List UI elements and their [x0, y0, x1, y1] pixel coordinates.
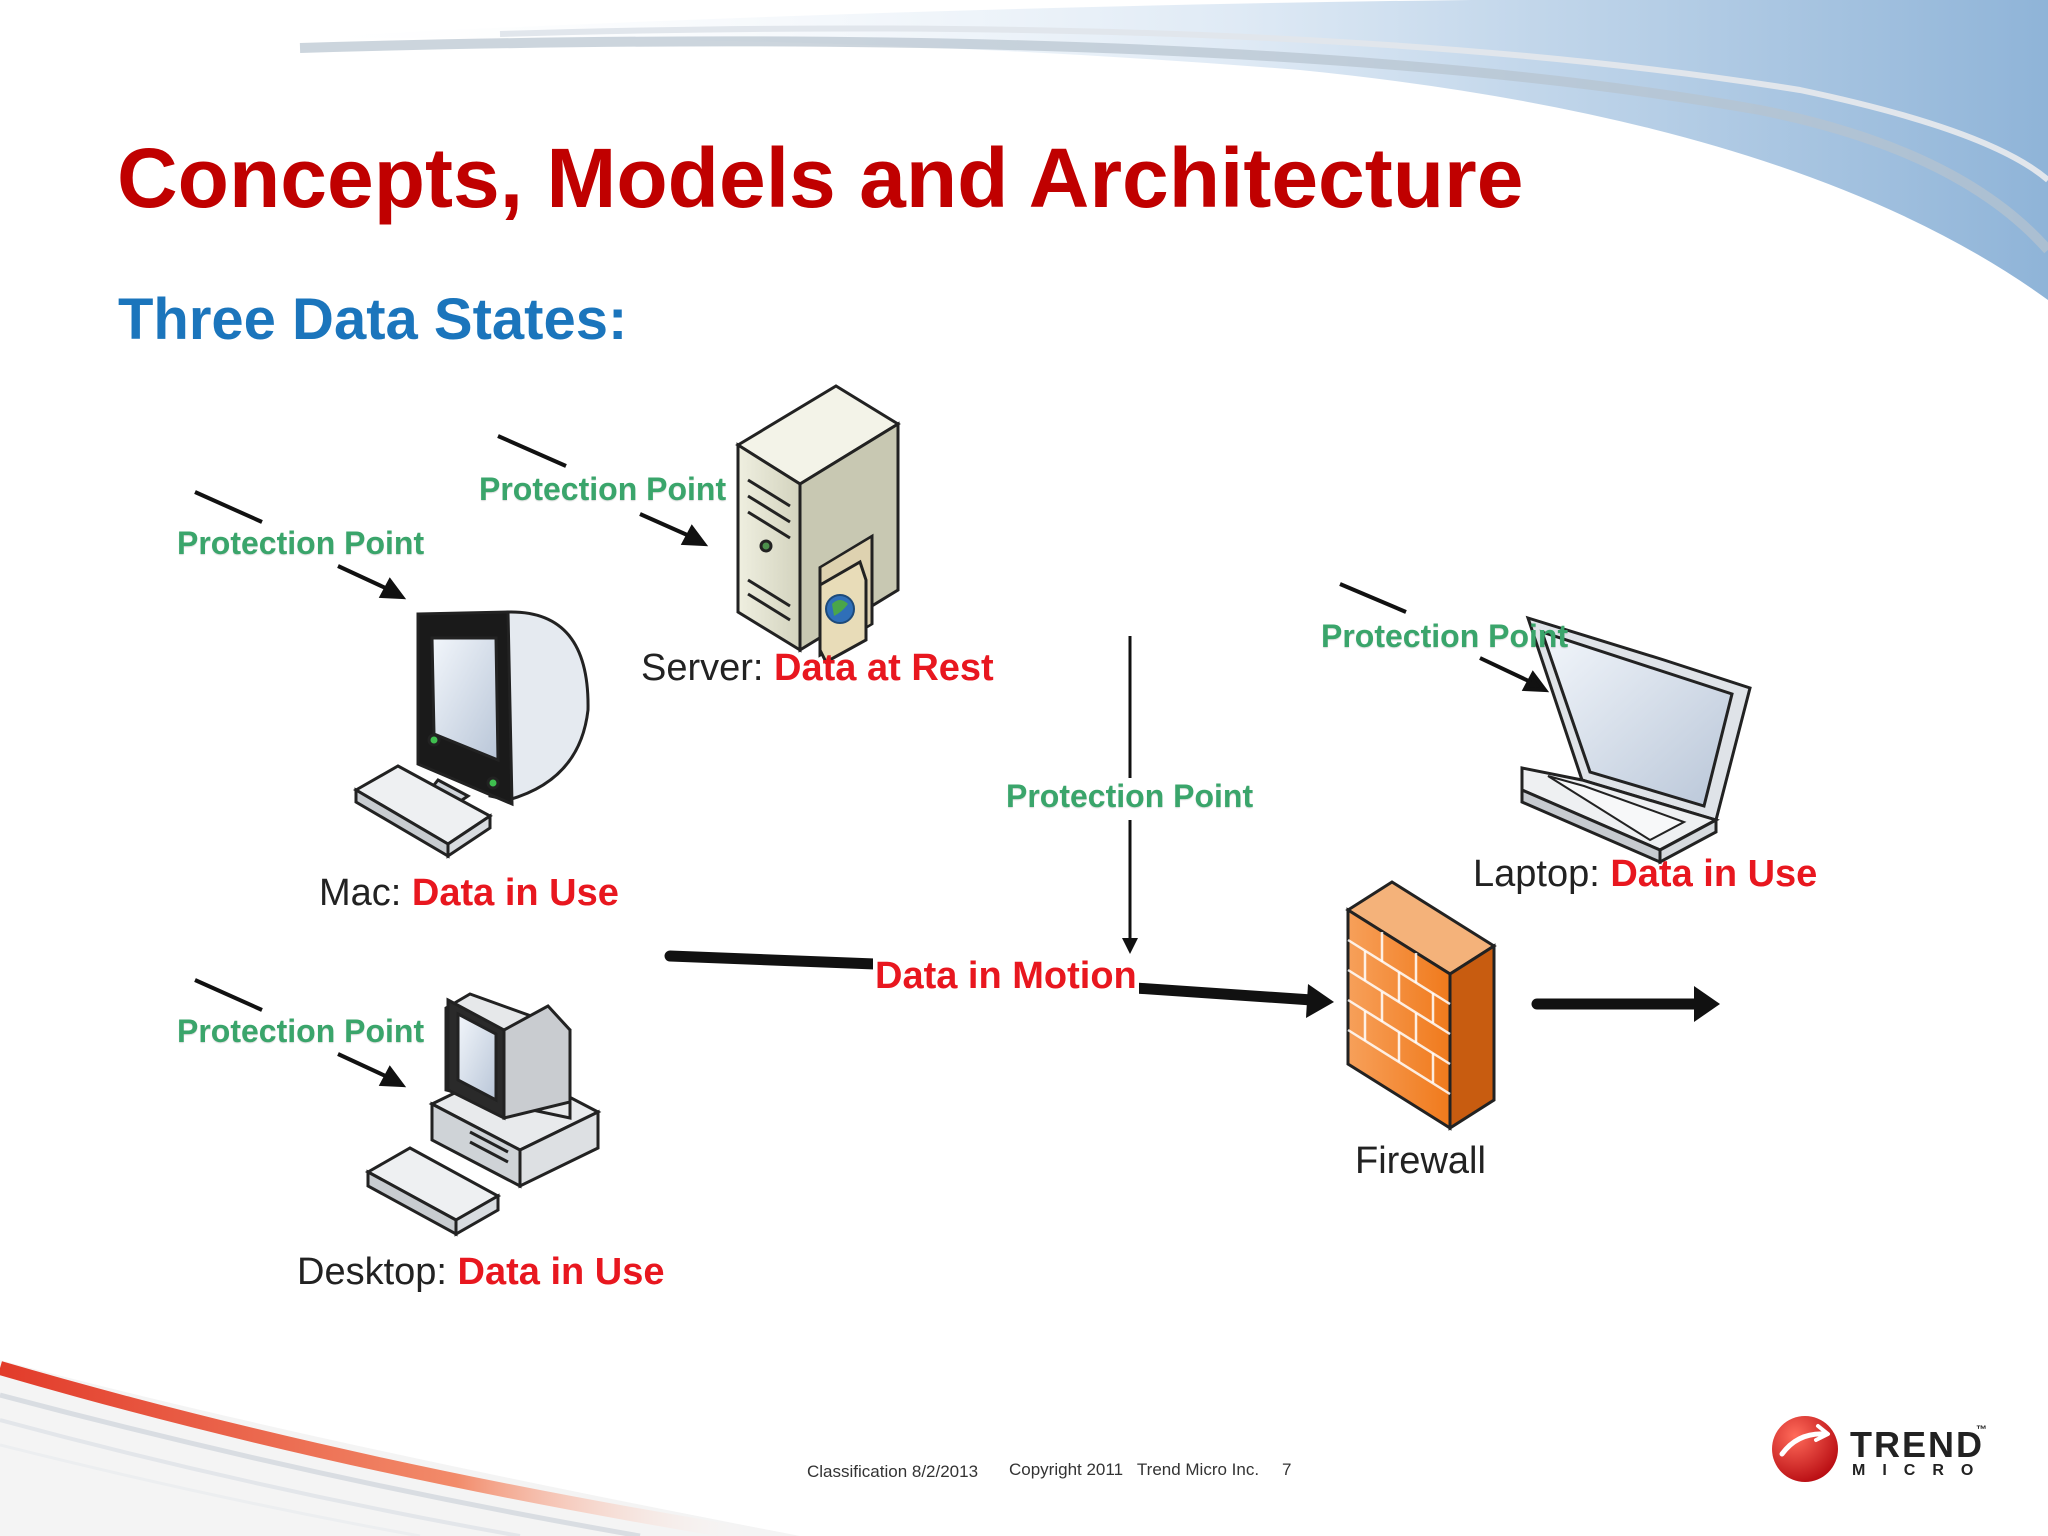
- desktop-state: Data in Use: [457, 1251, 665, 1293]
- protection-point-server: Protection Point: [479, 471, 727, 507]
- server-label: Server: Data at Rest: [641, 647, 994, 690]
- protection-point-desktop: Protection Point: [177, 1013, 425, 1049]
- protection-point-mac: Protection Point: [177, 525, 425, 561]
- mac-label: Mac: Data in Use: [319, 872, 619, 915]
- laptop-state: Data in Use: [1610, 853, 1818, 895]
- slide-subtitle: Three Data States:: [118, 287, 628, 352]
- brand-tm: ™: [1976, 1424, 1987, 1436]
- firewall-label: Firewall: [1355, 1140, 1486, 1182]
- desktop-icon: [364, 992, 602, 1237]
- protection-point-laptop: Protection Point: [1321, 618, 1569, 654]
- motion-arrow: [664, 950, 1720, 1022]
- laptop-name: Laptop:: [1473, 853, 1600, 895]
- vertical-arrow: [1122, 636, 1138, 954]
- firewall-icon: [1345, 880, 1497, 1131]
- server-name: Server:: [641, 647, 764, 689]
- trend-micro-logo-icon: [1772, 1416, 1838, 1482]
- laptop-label: Laptop: Data in Use: [1473, 853, 1817, 896]
- footer-copyright: Copyright 2011 Trend Micro Inc.: [1009, 1460, 1260, 1479]
- data-in-motion-label: Data in Motion: [873, 955, 1139, 998]
- mac-name: Mac:: [319, 872, 402, 914]
- laptop-icon: [1520, 615, 1752, 865]
- slide-title: Concepts, Models and Architecture: [117, 131, 1524, 225]
- mac-state: Data in Use: [411, 872, 619, 914]
- footer-page-number: 7: [1282, 1460, 1292, 1479]
- server-state: Data at Rest: [774, 647, 994, 689]
- server-icon: [735, 384, 901, 665]
- brand-micro: MICRO: [1852, 1462, 1991, 1479]
- brand-trend: TREND: [1850, 1424, 1984, 1465]
- mac-icon: [353, 610, 590, 859]
- protection-point-network: Protection Point: [1006, 778, 1254, 814]
- footer-classification: Classification 8/2/2013: [807, 1462, 979, 1481]
- desktop-label: Desktop: Data in Use: [297, 1251, 665, 1294]
- protection-arrows: [194, 434, 1550, 1088]
- desktop-name: Desktop:: [297, 1251, 447, 1293]
